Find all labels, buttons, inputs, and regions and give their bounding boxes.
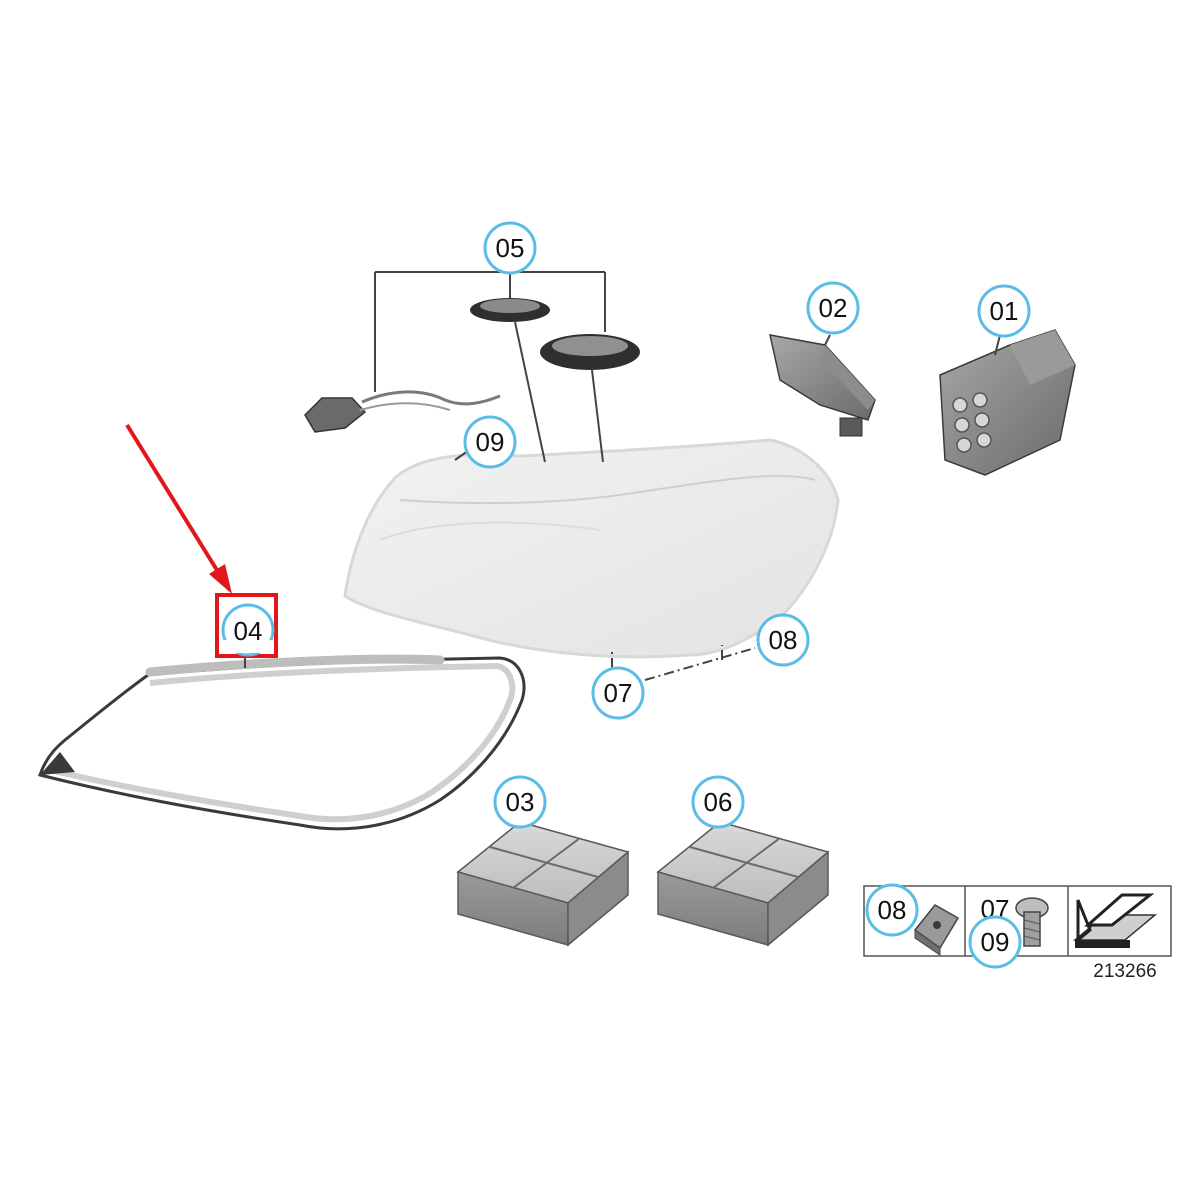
legend-callout-09-label: 09 [981, 927, 1010, 957]
callout-06: 06 [691, 775, 745, 829]
callout-05-bracket [374, 264, 606, 392]
callout-07-label: 07 [604, 678, 633, 708]
package-box-06 [656, 821, 830, 947]
callout-08: 08 [756, 613, 810, 667]
callout-05: 05 [483, 221, 537, 275]
callout-08-label: 08 [769, 625, 798, 655]
direction-arrow-icon [1072, 893, 1158, 948]
package-box-03 [456, 821, 630, 947]
callout-05-label: 05 [496, 233, 525, 263]
red-pointer-arrow [125, 423, 232, 594]
light-guide-trim [38, 654, 526, 831]
callout-03-label: 03 [506, 787, 535, 817]
callout-01: 01 [977, 284, 1031, 338]
sealing-cap-small [470, 298, 550, 463]
callout-09-label: 09 [476, 427, 505, 457]
control-unit [769, 334, 876, 437]
callout-01-label: 01 [990, 296, 1019, 326]
callout-04-label: 04 [234, 616, 263, 646]
callout-02-label: 02 [819, 293, 848, 323]
legend-callout-08-label: 08 [878, 895, 907, 925]
diagram-number: 213266 [1093, 961, 1156, 982]
callout-07: 07 [591, 666, 645, 720]
sealing-cap-large [540, 334, 640, 463]
led-module [939, 329, 1076, 476]
legend-callout-09: 09 [968, 915, 1022, 969]
callout-09: 09 [463, 415, 517, 469]
callout-02: 02 [806, 281, 860, 335]
legend-callout-08: 08 [865, 883, 919, 937]
screw-icon [1015, 897, 1049, 947]
clip-nut-icon [913, 904, 960, 956]
callout-04: 04 [221, 603, 275, 657]
callout-07-08-leaders [611, 645, 756, 681]
callout-06-label: 06 [704, 787, 733, 817]
hardware-legend: 08 07 09 [863, 883, 1172, 969]
wiring-harness [304, 390, 501, 461]
callout-03: 03 [493, 775, 547, 829]
